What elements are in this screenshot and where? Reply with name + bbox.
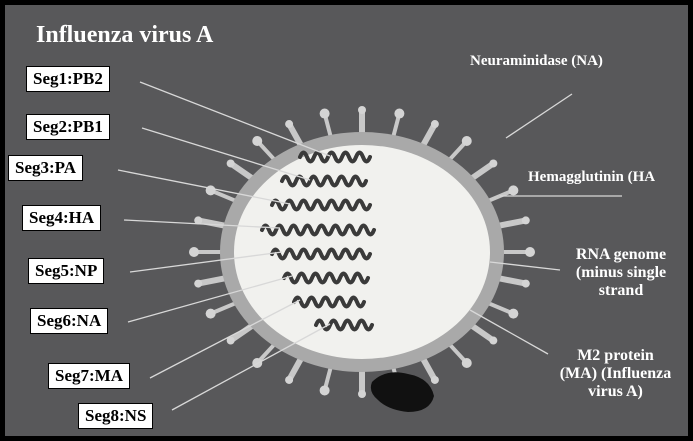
spike-head <box>508 309 518 319</box>
hemagglutinin-label: Hemagglutinin (HA <box>528 168 655 186</box>
spike-head <box>285 376 293 384</box>
m2-protein-label: M2 protein (MA) (Influenza virus A) <box>538 347 693 401</box>
seg2-label: Seg2:PB1 <box>26 114 110 140</box>
neuraminidase-label: Neuraminidase (NA) <box>470 52 603 70</box>
spike-head <box>227 159 235 167</box>
m2-line1: M2 protein <box>538 347 693 365</box>
spike-head <box>285 120 293 128</box>
rna-genome-line3: strand <box>556 282 686 300</box>
spike-head <box>206 185 216 195</box>
diagram-title: Influenza virus A <box>36 22 213 49</box>
m2-line3: virus A) <box>538 383 693 401</box>
rna-strand <box>272 250 370 259</box>
spike-head <box>394 109 404 119</box>
rna-genome-label: RNA genome (minus single strand <box>556 246 686 300</box>
seg7-label: Seg7:MA <box>48 363 130 389</box>
spike-head <box>194 280 202 288</box>
spike-head <box>431 120 439 128</box>
spike-head <box>489 337 497 345</box>
spike-head <box>320 109 330 119</box>
spike-head <box>431 376 439 384</box>
spike-head <box>489 159 497 167</box>
spike-head <box>522 280 530 288</box>
seg5-label: Seg5:NP <box>28 258 104 284</box>
spike-head <box>525 247 535 257</box>
rna-genome-line2: (minus single <box>556 264 686 282</box>
spike-head <box>522 216 530 224</box>
spike-head <box>508 185 518 195</box>
seg6-label: Seg6:NA <box>30 308 108 334</box>
spike-head <box>358 390 366 398</box>
rna-genome-line1: RNA genome <box>556 246 686 264</box>
spike-head <box>462 358 472 368</box>
seg1-label: Seg1:PB2 <box>26 66 110 92</box>
spike-head <box>462 136 472 146</box>
seg3-label: Seg3:PA <box>8 155 83 181</box>
spike-head <box>189 247 199 257</box>
spike-head <box>358 106 366 114</box>
seg4-label: Seg4:HA <box>22 205 101 231</box>
spike-head <box>320 385 330 395</box>
spike-head <box>252 136 262 146</box>
spike-head <box>206 309 216 319</box>
seg8-label: Seg8:NS <box>78 403 153 429</box>
rna-strand <box>272 201 370 210</box>
m2-line2: (MA) (Influenza <box>538 365 693 383</box>
